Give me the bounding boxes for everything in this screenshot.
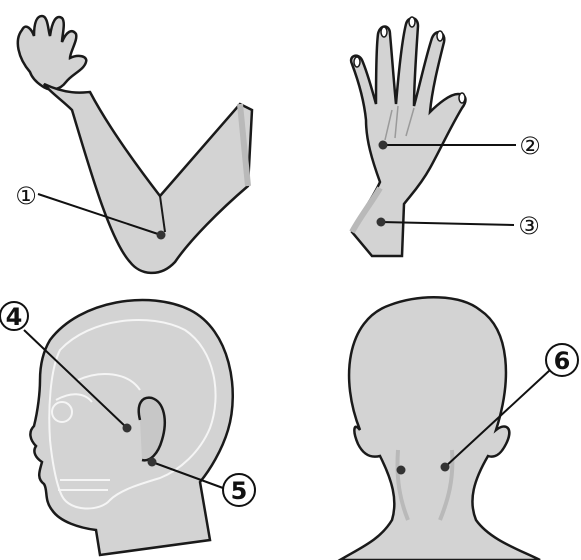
arm-hand-shape — [18, 16, 86, 89]
arm-figure — [18, 16, 252, 273]
marker-label-4: 4 — [6, 303, 23, 331]
acupoint-1 — [157, 231, 166, 240]
acupoint-6-right — [441, 463, 450, 472]
middle-nail — [409, 17, 415, 27]
head-side-shape — [30, 300, 232, 555]
head-side-figure — [30, 300, 232, 555]
acupoint-3 — [377, 218, 386, 227]
marker-label-5: 5 — [231, 477, 248, 505]
acupoint-4 — [123, 424, 132, 433]
head-back-shape — [340, 297, 540, 560]
marker-label-3: ③ — [518, 212, 540, 240]
acupoint-5 — [148, 458, 157, 467]
head-back-figure — [340, 297, 540, 560]
hand-figure — [351, 17, 465, 256]
index-nail — [381, 27, 387, 37]
marker-label-2: ② — [519, 132, 541, 160]
hand-shape — [351, 18, 465, 256]
ring-nail — [437, 31, 443, 41]
acupoint-6-left — [397, 466, 406, 475]
pinky-nail — [459, 93, 465, 103]
marker-label-6: 6 — [554, 347, 571, 375]
arm-limb-shape — [44, 84, 252, 273]
thumb-nail — [354, 57, 360, 67]
acupoint-2 — [379, 141, 388, 150]
marker-label-1: ① — [15, 182, 37, 210]
